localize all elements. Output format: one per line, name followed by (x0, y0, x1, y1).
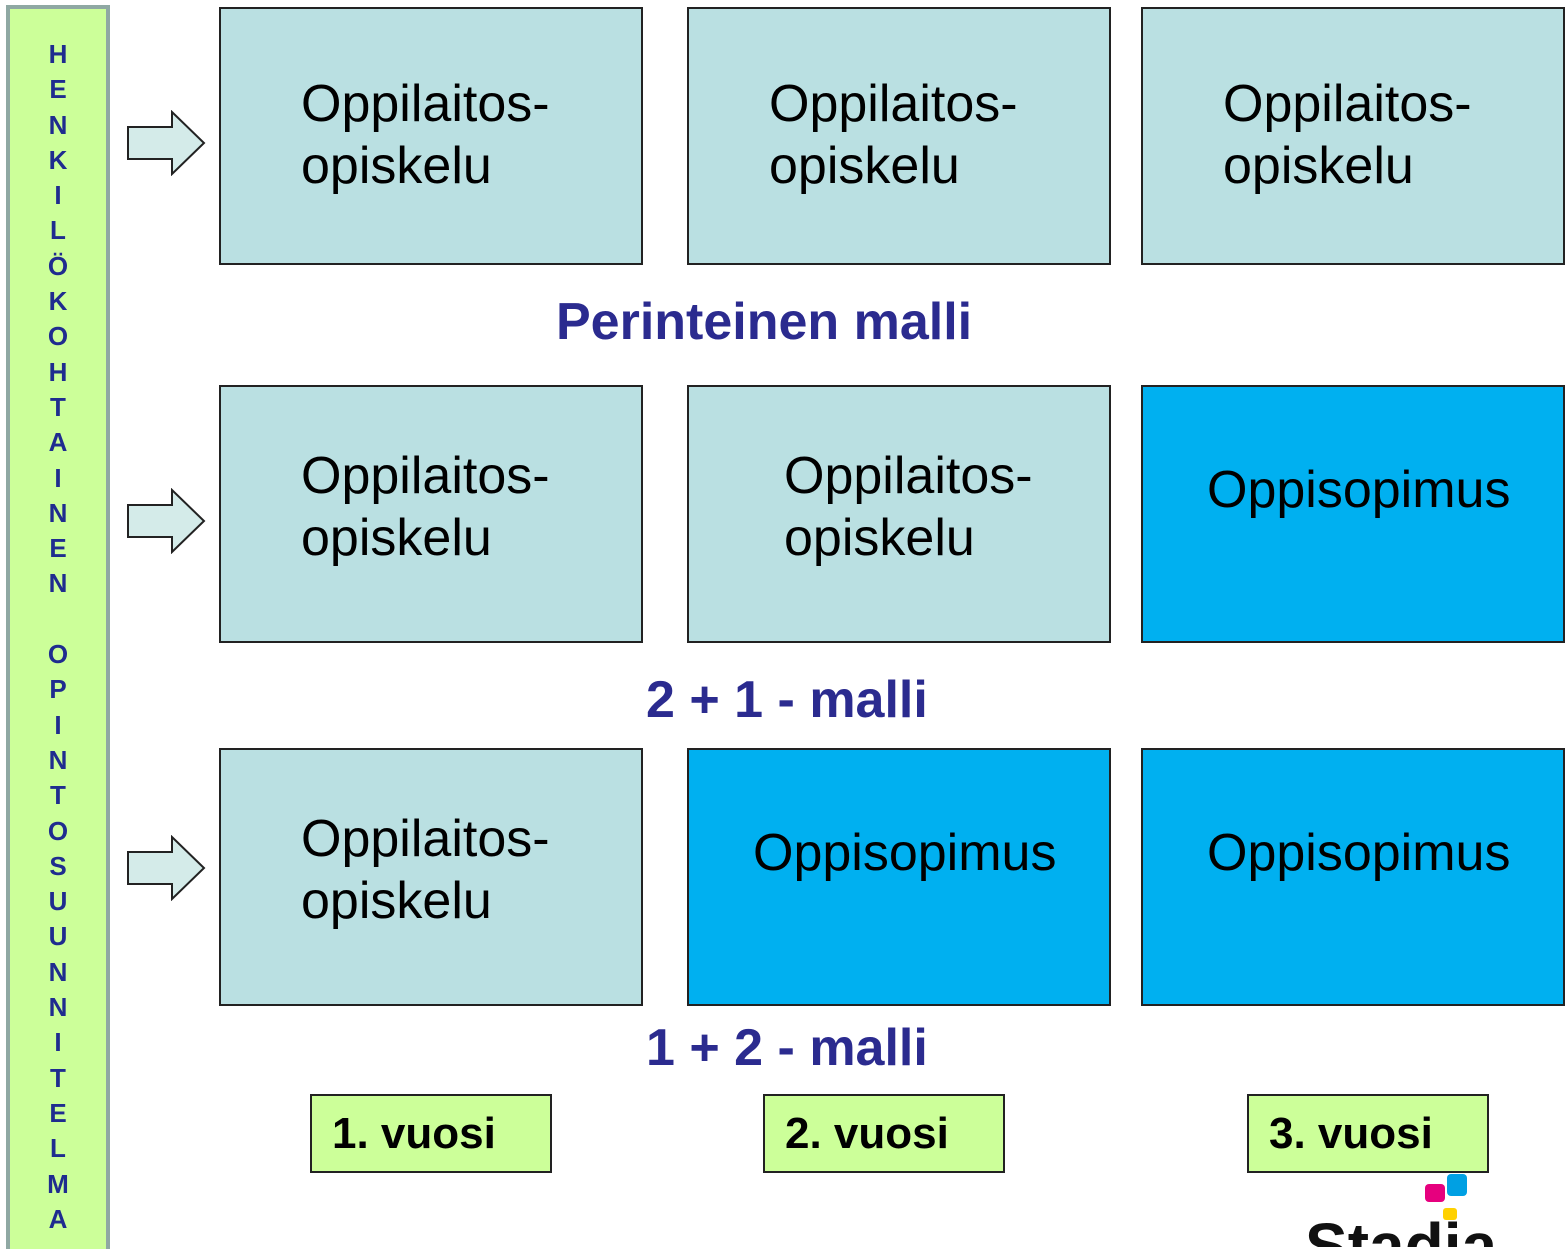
row1-year1-box: Oppilaitos- opiskelu (219, 7, 643, 265)
row1-year3-box: Oppilaitos- opiskelu (1141, 7, 1565, 265)
sidebar-letter: I (54, 1027, 62, 1058)
sidebar-letter: K (48, 286, 68, 317)
sidebar-letter: L (50, 215, 66, 246)
sidebar-letter: I (54, 709, 62, 740)
box-label: Oppisopimus (1207, 461, 1511, 519)
sidebar-letter: M (47, 1168, 69, 1199)
box-label: Oppisopimus (1207, 824, 1511, 882)
sidebar-letter: E (49, 533, 67, 564)
stadia-logo-mark-icon: Stadia (1305, 1174, 1497, 1247)
sidebar-letter: A (48, 1203, 68, 1234)
sidebar-letter: E (49, 1097, 67, 1128)
sidebar-letter: N (48, 956, 68, 987)
row1-year2-box: Oppilaitos- opiskelu (687, 7, 1111, 265)
sidebar-letter: I (54, 462, 62, 493)
box-label: Oppilaitos- opiskelu (301, 447, 550, 567)
sidebar-letter: O (47, 321, 69, 352)
stadia-logo: Stadia (1300, 1172, 1500, 1247)
model-title-1-plus-2: 1 + 2 - malli (646, 1019, 928, 1077)
row3-year1-box: Oppilaitos- opiskelu (219, 748, 643, 1006)
box-label: Oppilaitos- opiskelu (301, 75, 550, 195)
row2-year2-box: Oppilaitos- opiskelu (687, 385, 1111, 643)
box-label: Oppilaitos- opiskelu (769, 75, 1018, 195)
sidebar-letter: L (50, 1133, 66, 1164)
sidebar-letter: H (48, 356, 68, 387)
sidebar-letter: N (48, 992, 68, 1023)
box-label: Oppisopimus (753, 824, 1057, 882)
sidebar-letter: N (48, 109, 68, 140)
sidebar-letter: I (54, 180, 62, 211)
sidebar-letter: S (49, 850, 67, 881)
sidebar-letter: N (48, 497, 68, 528)
sidebar-letter: K (48, 144, 68, 175)
row1-arrow-icon (127, 110, 206, 176)
row3-year2-box: Oppisopimus (687, 748, 1111, 1006)
box-label: Oppilaitos- opiskelu (301, 810, 550, 930)
row3-year3-box: Oppisopimus (1141, 748, 1565, 1006)
svg-text:Stadia: Stadia (1305, 1210, 1497, 1247)
sidebar-letter: T (50, 1062, 66, 1093)
box-label: Oppilaitos- opiskelu (784, 447, 1033, 567)
sidebar-letter: O (47, 639, 69, 670)
model-title-traditional: Perinteinen malli (556, 293, 973, 351)
row2-year3-box: Oppisopimus (1141, 385, 1565, 643)
year-3-label: 3. vuosi (1247, 1094, 1489, 1173)
box-label: Oppilaitos- opiskelu (1223, 75, 1472, 195)
model-title-2-plus-1: 2 + 1 - malli (646, 671, 928, 729)
sidebar-letter: T (50, 780, 66, 811)
sidebar-letter: N (48, 744, 68, 775)
sidebar-letter: A (48, 427, 68, 458)
sidebar-letter: H (48, 39, 68, 69)
row3-arrow-icon (127, 835, 206, 901)
row2-year1-box: Oppilaitos- opiskelu (219, 385, 643, 643)
row2-arrow-icon (127, 488, 206, 554)
sidebar-word-gap (10, 602, 106, 637)
sidebar-letter: O (47, 815, 69, 846)
sidebar-letter: U (48, 921, 68, 952)
sidebar-letter: N (48, 568, 68, 599)
sidebar-letter: U (48, 886, 68, 917)
year-2-label: 2. vuosi (763, 1094, 1005, 1173)
sidebar-letter: Ö (47, 250, 69, 281)
sidebar-letter: E (49, 74, 67, 105)
year-1-label: 1. vuosi (310, 1094, 552, 1173)
sidebar-letter: P (49, 674, 67, 705)
sidebar-letter: T (50, 391, 66, 422)
